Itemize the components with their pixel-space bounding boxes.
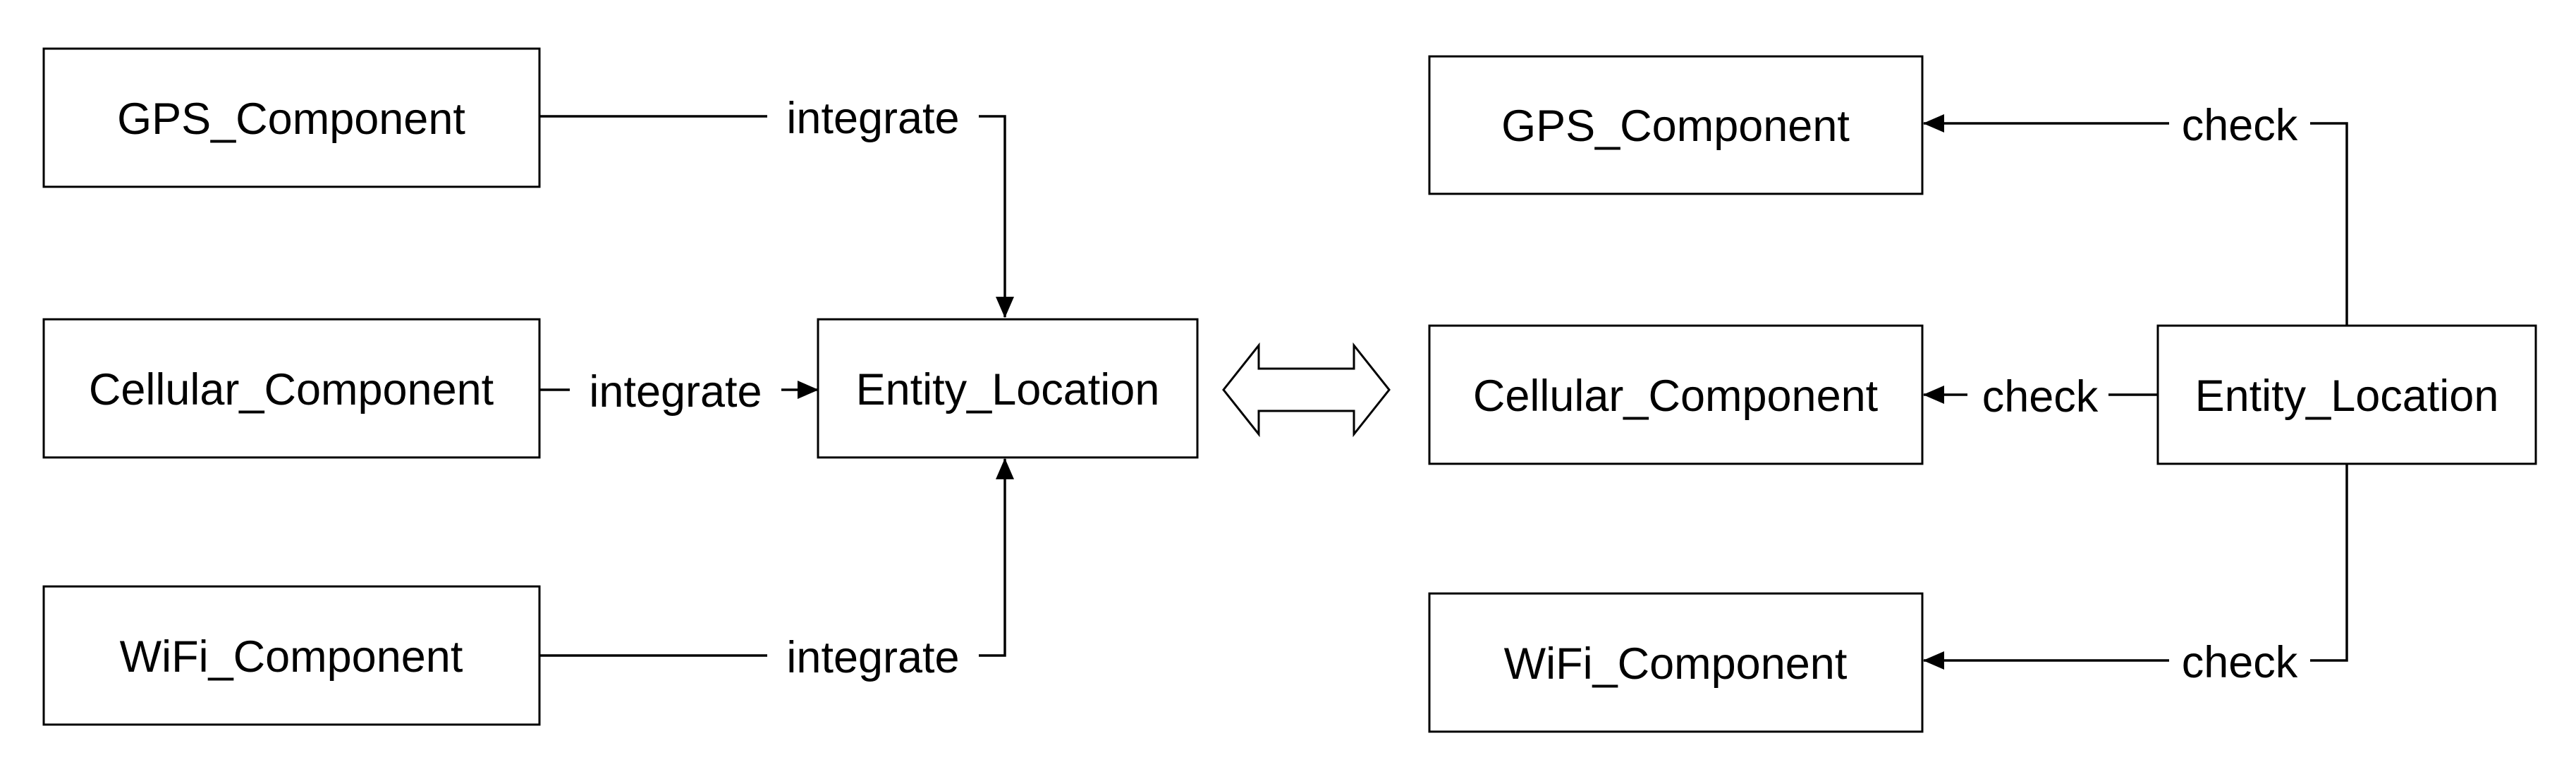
left-node-cellular-label: Cellular_Component — [89, 365, 494, 414]
right-node-cellular-box — [1428, 324, 1924, 465]
right-edge-wifi-line — [1923, 464, 2348, 670]
left-node-gps-label: GPS_Component — [117, 94, 465, 144]
right-edge-cellular-label-bg — [1967, 370, 2108, 419]
right-node-wifi-label: WiFi_Component — [1504, 639, 1848, 689]
right-node-wifi-box — [1428, 592, 1924, 733]
right-node-wifi-component: WiFi_Component — [1428, 592, 1924, 733]
left-node-wifi-label: WiFi_Component — [120, 632, 463, 682]
left-node-gps-box — [42, 47, 541, 188]
left-edge-gps-line — [539, 115, 1014, 318]
right-edge-cellular: check — [1923, 370, 2158, 422]
right-node-gps-box — [1428, 55, 1924, 195]
left-edge-wifi-line — [539, 458, 1014, 657]
left-edge-wifi-label: integrate — [786, 633, 959, 682]
left-edge-gps-label-bg — [767, 92, 979, 141]
left-node-entity-box — [817, 318, 1199, 459]
left-edge-wifi: integrate — [539, 458, 1014, 682]
right-edge-wifi: check — [1923, 464, 2348, 687]
left-edge-cellular-label-bg — [570, 365, 781, 414]
right-edge-gps-label-bg — [2169, 99, 2310, 148]
left-panel: integrate integrate integrate GPS_Compon… — [42, 47, 1199, 726]
right-node-entity-box — [2156, 324, 2537, 465]
right-node-entity-location: Entity_Location — [2156, 324, 2537, 465]
left-edge-cellular: integrate — [539, 365, 819, 417]
left-node-gps-component: GPS_Component — [42, 47, 541, 188]
left-node-entity-label: Entity_Location — [856, 365, 1160, 414]
double-headed-arrow-icon — [1222, 342, 1391, 438]
right-edge-wifi-label-bg — [2169, 636, 2310, 685]
right-edge-gps-line — [1923, 114, 2348, 326]
left-edge-wifi-label-bg — [767, 631, 979, 680]
right-edge-gps: check — [1923, 99, 2348, 326]
left-node-cellular-box — [42, 318, 541, 459]
right-node-cellular-label: Cellular_Component — [1473, 371, 1879, 421]
left-node-wifi-box — [42, 585, 541, 726]
right-node-gps-component: GPS_Component — [1428, 55, 1924, 195]
left-node-wifi-component: WiFi_Component — [42, 585, 541, 726]
right-edge-gps-label: check — [2182, 101, 2298, 150]
left-edge-gps-label: integrate — [786, 94, 959, 143]
left-edge-gps: integrate — [539, 92, 1014, 318]
double-headed-arrow-shape — [1222, 342, 1391, 438]
right-panel: check check check GPS_Component Cellular… — [1428, 55, 2537, 733]
left-edge-cellular-label: integrate — [589, 367, 762, 417]
right-node-cellular-component: Cellular_Component — [1428, 324, 1924, 465]
right-node-gps-label: GPS_Component — [1501, 101, 1850, 151]
right-edge-wifi-label: check — [2182, 638, 2298, 687]
left-node-cellular-component: Cellular_Component — [42, 318, 541, 459]
left-node-entity-location: Entity_Location — [817, 318, 1199, 459]
right-node-entity-label: Entity_Location — [2195, 371, 2499, 421]
right-edge-cellular-label: check — [1982, 372, 2099, 422]
